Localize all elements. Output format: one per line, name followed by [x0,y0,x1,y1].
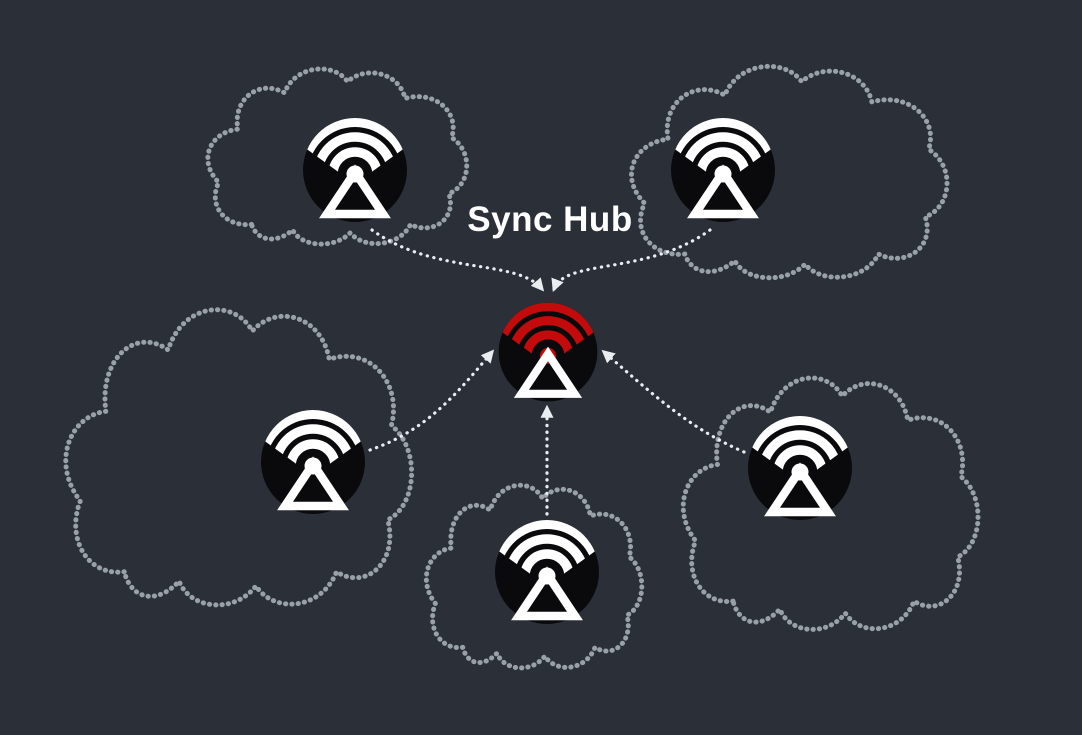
device-node-mid-left [261,410,365,518]
device-node-top-left [303,118,407,226]
hub-node [499,303,598,406]
device-node-top-right [671,118,775,226]
wifi-device-icon [495,520,599,628]
sync-arrow-mid-left [368,349,495,452]
device-node-bottom-center [495,520,599,628]
wifi-device-icon [303,118,407,226]
sync-arrow-top-left [370,228,545,292]
sync-arrows [368,228,746,516]
wifi-device-icon [748,416,852,524]
hub-title: Sync Hub [467,200,633,239]
sync-arrow-top-right [551,228,712,293]
device-node-mid-right [748,416,852,524]
sync-arrow-mid-right [601,349,746,454]
wifi-device-icon [671,118,775,226]
wifi-device-icon [261,410,365,518]
sync-hub-wifi-icon [499,303,598,406]
